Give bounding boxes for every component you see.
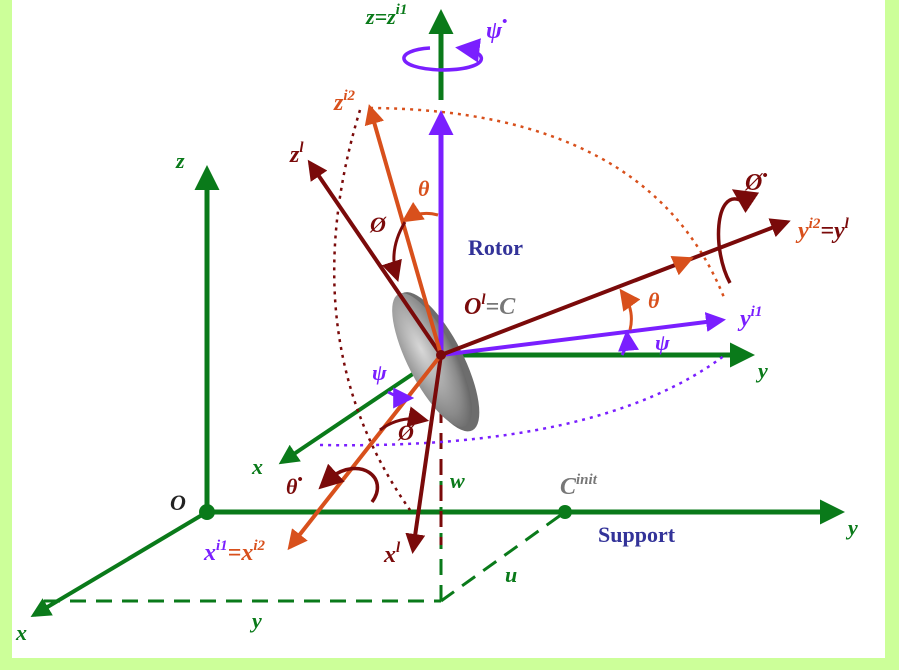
xl-label: xl [383,540,401,568]
ground-x-axis [30,510,209,618]
theta-dot-rotation-icon [318,463,380,504]
diagram-canvas: O Support Rotor x y z y u w Cinit z=zi1 … [12,0,885,658]
c-init-label: Cinit [560,472,598,500]
psi-right-label: ψ [655,330,670,355]
zl-label: zl [289,140,304,168]
local-x-label: x [251,454,263,479]
psi-dot-rotation-icon [402,38,483,72]
local-y-label: y [755,358,768,383]
psi-left-label: ψ [372,360,387,385]
support-label: Support [598,522,676,547]
xi2-axis [287,353,443,551]
dist-u-label: u [505,562,517,587]
psi-right-arc [618,329,639,356]
psi-dot-label: ψ• [486,14,507,44]
zl-axis [307,159,443,357]
yi1-axis [440,312,726,357]
arc-purple-bottom [319,354,726,447]
ol-c-label: Ol=C [464,292,516,320]
psi-left-arc [387,387,415,409]
theta-top-arc [401,201,439,223]
dist-y-label: y [249,608,262,633]
yi2-yl-label: yi2=yl [795,216,850,244]
theta-right-arc [619,288,641,331]
theta-top-label: θ [418,176,430,201]
yi1-label: yi1 [737,304,762,332]
rotor-disk-face [392,293,472,427]
arc-zi2-xi2 [332,109,412,511]
rotor-label: Rotor [468,235,523,260]
phi-lower-label: Ø [397,420,415,445]
ground-y-label: y [845,515,858,540]
phi-dot-label: Ø• [744,168,768,196]
arc-zi2-yi2 [369,106,727,301]
yl-mid-arrow [670,255,694,276]
ground-z-label: z [175,148,185,173]
rotor-center-point [436,350,446,360]
origin-point [199,504,215,520]
theta-right-label: θ [648,288,660,313]
origin-label: O [170,490,186,515]
zi2-label: zi2 [333,88,356,116]
zi2-axis [364,104,443,356]
xi1-xi2-label: xi1=xi2 [203,538,266,566]
yl-axis [440,218,791,357]
dist-w-label: w [450,468,465,493]
c-init-point [558,505,572,519]
phi-top-arc [381,221,407,282]
phi-top-label: Ø [369,212,387,237]
ground-x-label: x [15,620,27,645]
dashed-u-offset [440,510,566,603]
rotor-frame-diagram: O Support Rotor x y z y u w Cinit z=zi1 … [15,2,858,645]
xl-axis [405,354,443,554]
theta-dot-label: θ• [286,472,303,499]
phi-lower-arc [379,406,430,432]
phi-dot-rotation-icon [716,189,760,284]
frame-z-label: z=zi1 [365,2,407,29]
